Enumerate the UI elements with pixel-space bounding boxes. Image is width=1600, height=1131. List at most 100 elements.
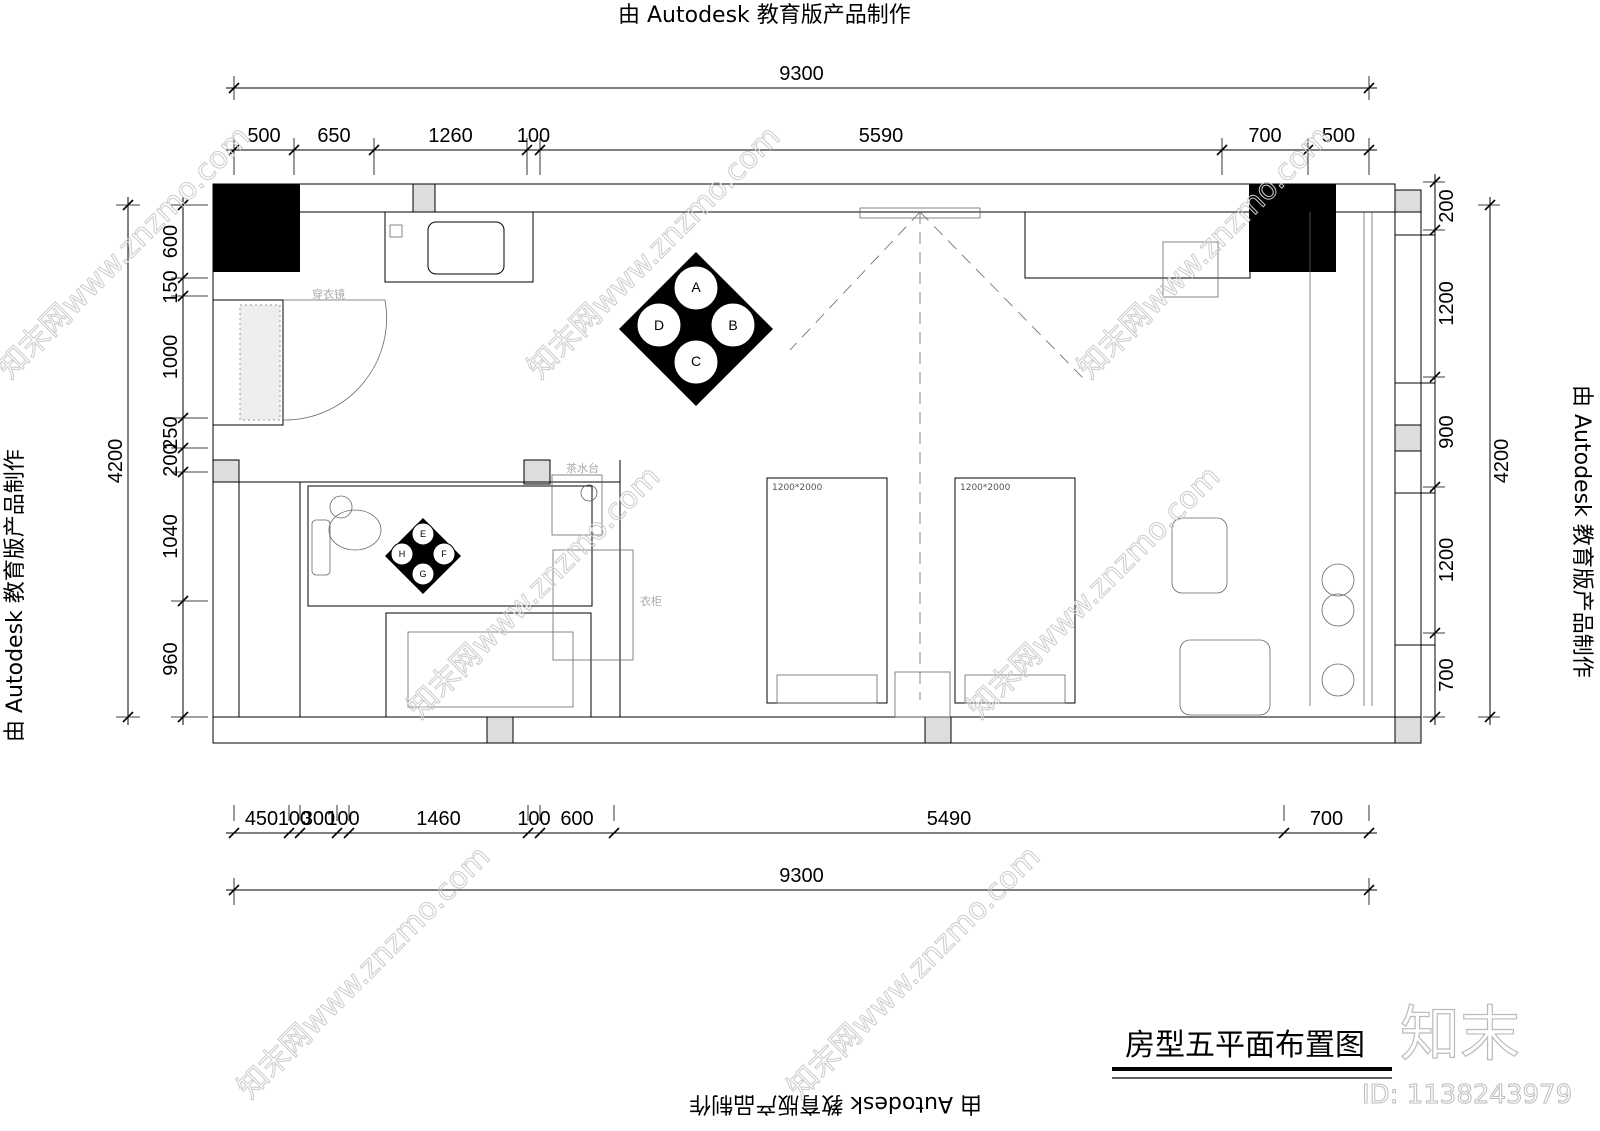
dimension-tick	[122, 199, 134, 211]
dimension-label: 300	[302, 808, 335, 830]
nightstand	[894, 671, 951, 718]
dimension-tick	[288, 144, 300, 156]
column	[213, 184, 300, 272]
column	[1249, 184, 1336, 272]
dimension-tick	[1429, 176, 1441, 188]
dimension-label: 250	[160, 416, 182, 449]
dimension-label: 200	[160, 443, 182, 476]
armchair	[1171, 517, 1228, 594]
dimension-tick	[294, 827, 306, 839]
dimension-tick	[228, 144, 240, 156]
dimension-tick	[534, 144, 546, 156]
dimension-tick	[177, 595, 189, 607]
dimension-tick	[228, 827, 240, 839]
dimension-label: 200	[1436, 189, 1458, 222]
dimension-label: 500	[1322, 125, 1355, 147]
dimension-label: 9300	[779, 63, 824, 85]
dimension-label: 100	[517, 125, 550, 147]
bed-right-size: 1200*2000	[960, 483, 1011, 493]
dimension-tick	[368, 144, 380, 156]
dimension-tick	[1429, 224, 1441, 236]
bed-left	[766, 477, 888, 704]
marker-e: E	[420, 529, 426, 539]
dimension-tick	[228, 82, 240, 94]
marker-g: G	[419, 569, 426, 579]
dimension-label: 4200	[105, 439, 127, 484]
dimension-tick	[177, 290, 189, 302]
dimension-label: 500	[247, 125, 280, 147]
armchair	[1179, 639, 1271, 716]
dimension-label: 1040	[160, 514, 182, 559]
dimension-label: 900	[1436, 415, 1458, 448]
dimension-tick	[343, 827, 355, 839]
dimension-tick	[331, 827, 343, 839]
dimension-label: 4200	[1491, 439, 1513, 484]
index-marker-bathroom: E F G H	[385, 518, 461, 594]
dimension-label: 5590	[859, 125, 904, 147]
dimension-tick	[521, 144, 533, 156]
stamp-right: 由 Autodesk 教育版产品制作	[1569, 385, 1594, 678]
dimension-label: 1200	[1436, 281, 1458, 326]
dimension-tick	[228, 884, 240, 896]
dimension-label: 700	[1310, 808, 1343, 830]
marker-c: C	[691, 353, 701, 369]
furniture	[311, 207, 1355, 718]
toilet	[328, 509, 382, 551]
marker-b: B	[728, 317, 737, 333]
marker-h: H	[399, 549, 406, 559]
dimension-label: 100	[278, 808, 311, 830]
watermark-text: 知末网www.znzmo.com	[961, 459, 1227, 725]
stamp-top: 由 Autodesk 教育版产品制作	[618, 3, 911, 28]
dimension-tick	[1429, 371, 1441, 383]
dimension-tick	[1216, 144, 1228, 156]
dimension-tick	[122, 711, 134, 723]
watermark-id: ID: 1138243979	[1362, 1080, 1572, 1110]
marker-d: D	[654, 317, 664, 333]
stamp-left: 由 Autodesk 教育版产品制作	[3, 449, 28, 742]
dimension-tick	[1429, 627, 1441, 639]
watermark-text: 知末网www.znzmo.com	[231, 839, 497, 1105]
watermark-logo: 知末	[1400, 1000, 1520, 1070]
dimension-label: 1200	[1436, 538, 1458, 583]
dimension-tick	[1363, 884, 1375, 896]
bed-left-size: 1200*2000	[772, 483, 823, 493]
dimension-label: 1000	[160, 335, 182, 380]
dimension-tick	[1484, 199, 1496, 211]
desk	[1024, 211, 1251, 279]
dimension-tick	[1278, 827, 1290, 839]
dimension-label: 650	[317, 125, 350, 147]
dimension-label: 450	[245, 808, 278, 830]
dimension-tick	[1363, 144, 1375, 156]
dimension-tick	[1302, 144, 1314, 156]
dimension-tick	[1484, 711, 1496, 723]
wardrobe-label: 衣柜	[640, 594, 662, 608]
tea-counter	[551, 474, 603, 536]
dimension-tick	[1363, 82, 1375, 94]
dimension-label: 5490	[927, 808, 972, 830]
dimension-tick	[177, 199, 189, 211]
dimension-label: 100	[517, 808, 550, 830]
dimension-tick	[177, 711, 189, 723]
tea-counter-label: 茶水台	[566, 461, 599, 475]
walls	[212, 183, 1436, 744]
marker-a: A	[691, 279, 701, 295]
stamp-bottom: 由 Autodesk 教育版产品制作	[689, 1091, 982, 1116]
chair	[1162, 241, 1219, 298]
dimension-tick	[177, 412, 189, 424]
dimension-label: 150	[160, 270, 182, 303]
dimension-label: 1460	[416, 808, 461, 830]
dimension-label: 9300	[779, 865, 824, 887]
dimension-tick	[177, 466, 189, 478]
marker-f: F	[441, 549, 447, 559]
dimension-label: 700	[1248, 125, 1281, 147]
bathtub	[407, 631, 574, 708]
dimension-tick	[608, 827, 620, 839]
dimension-label: 960	[160, 642, 182, 675]
dimension-tick	[1363, 827, 1375, 839]
dimension-label: 600	[560, 808, 593, 830]
dimension-tick	[522, 827, 534, 839]
dimension-tick	[177, 272, 189, 284]
index-marker-room: A B C D	[619, 252, 773, 406]
